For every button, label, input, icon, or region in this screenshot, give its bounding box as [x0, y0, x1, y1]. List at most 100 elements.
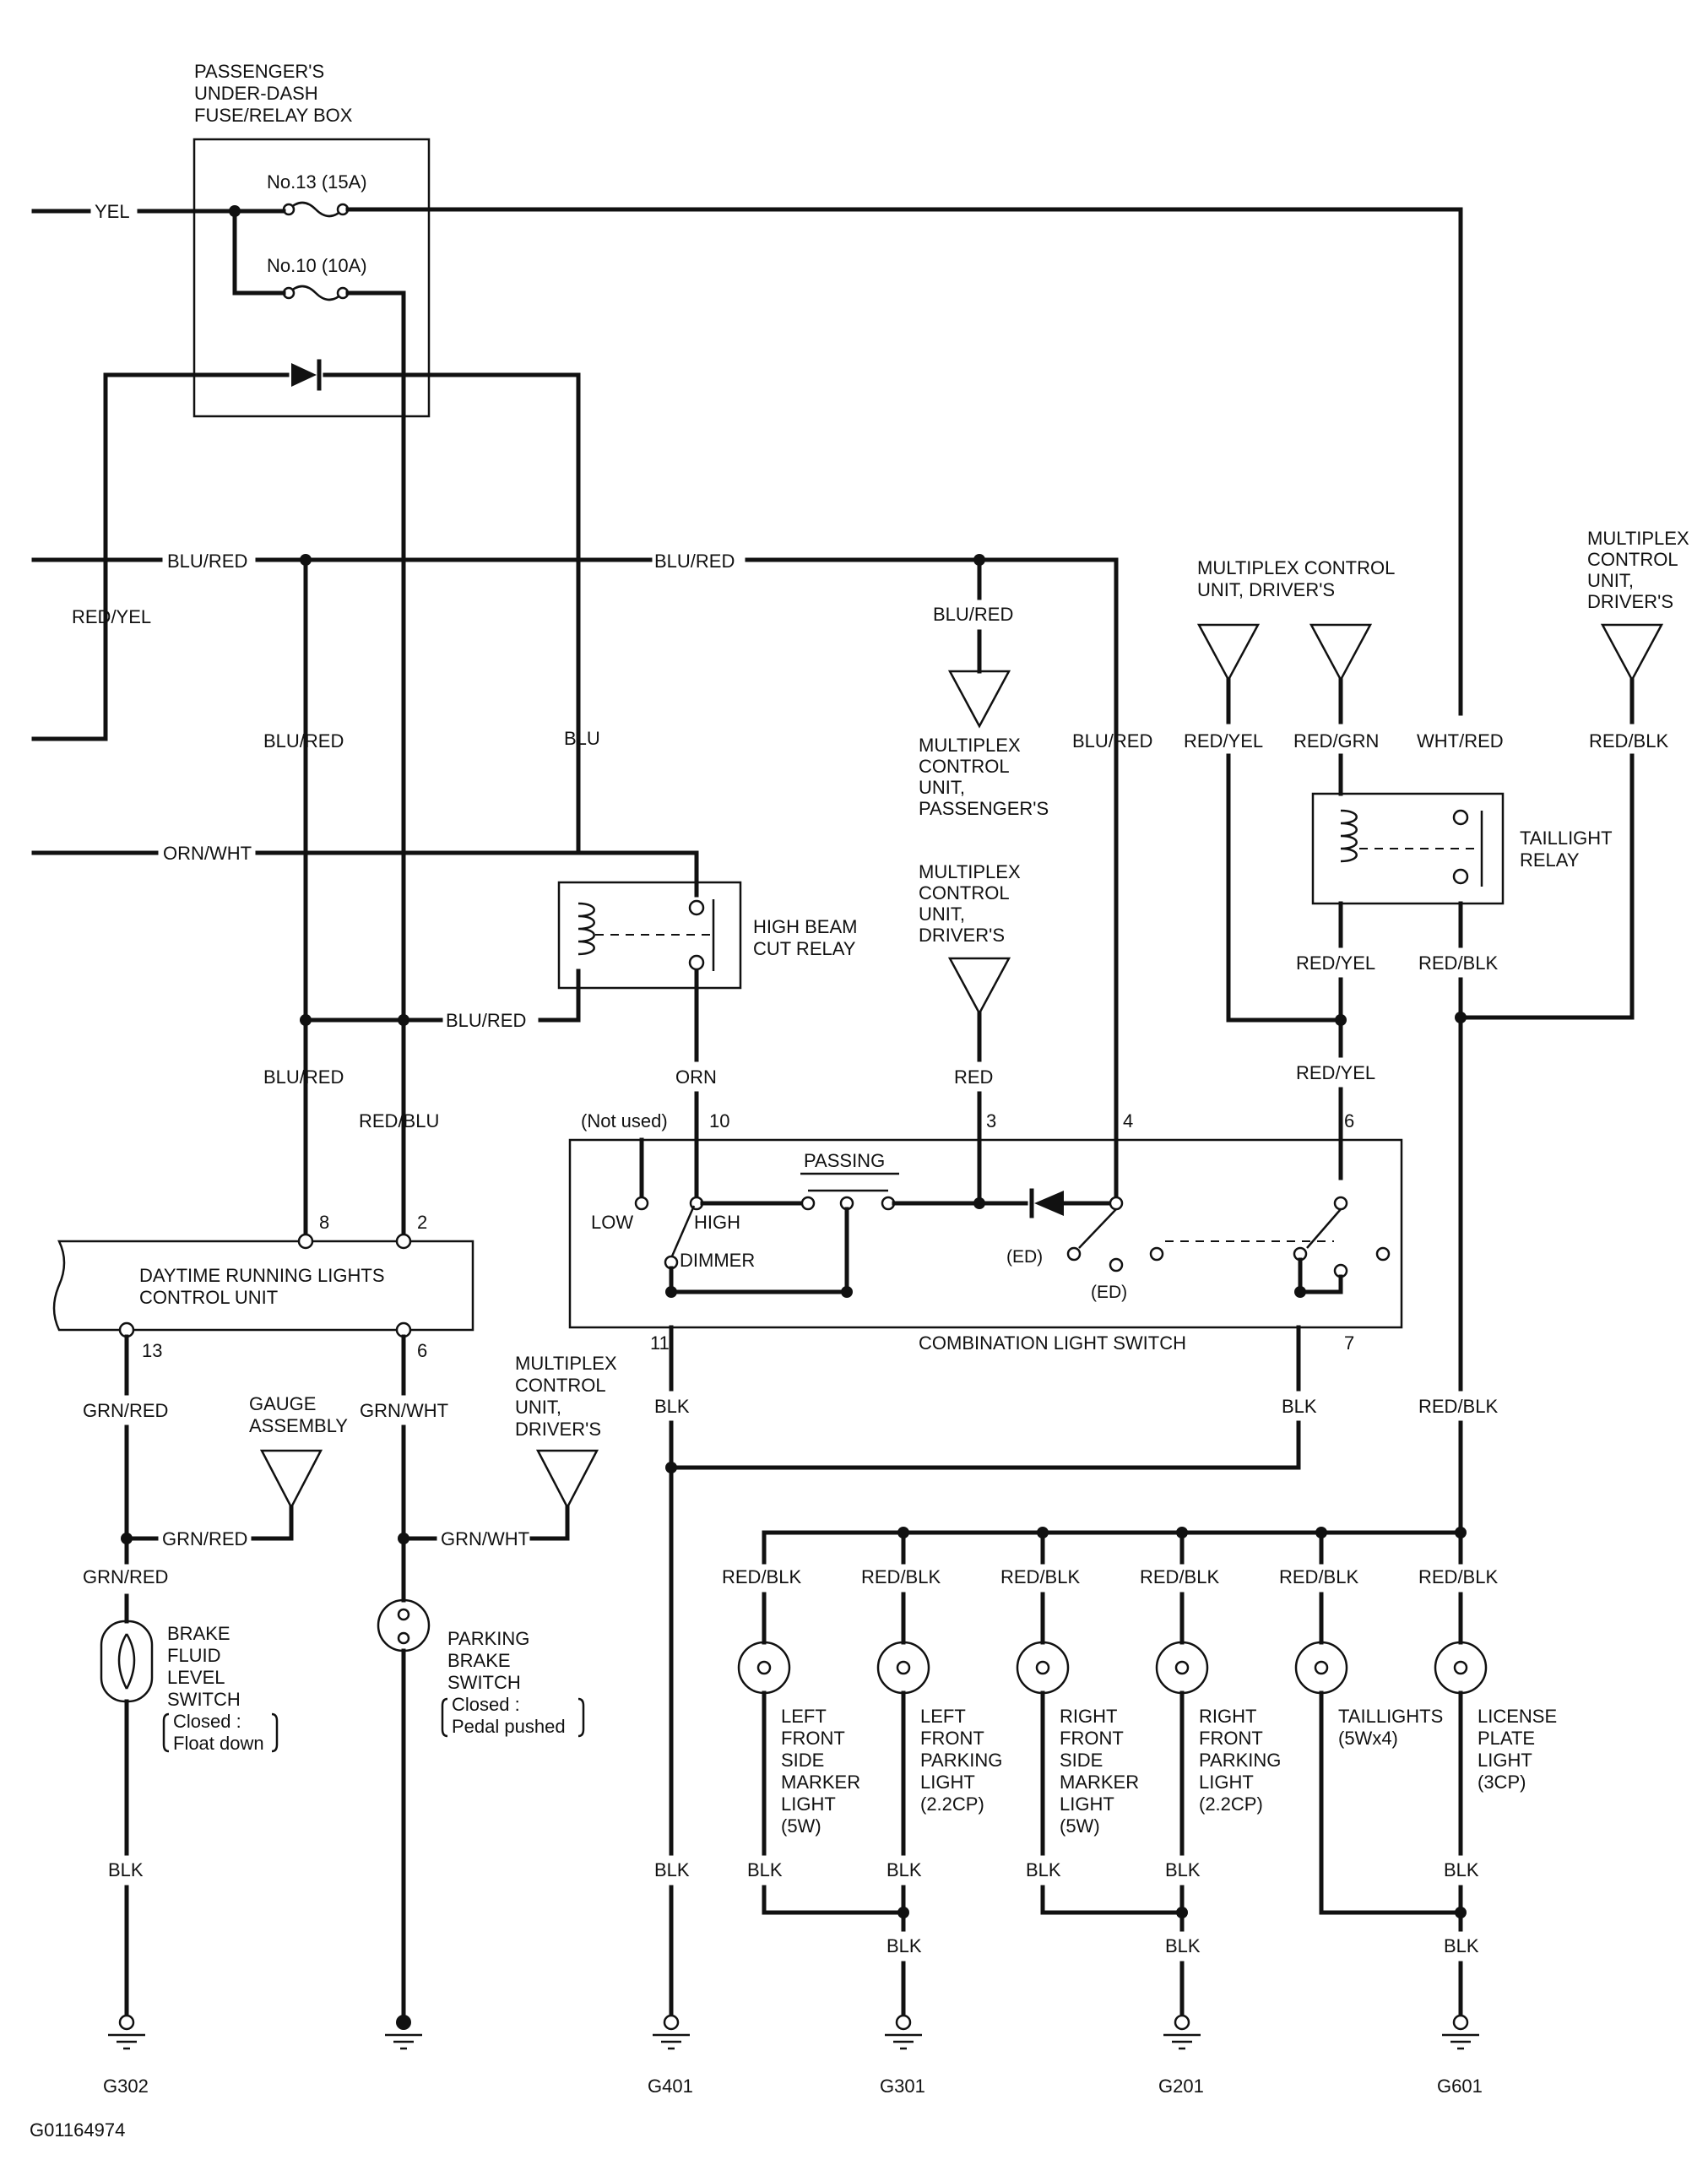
pin-4: 4 [1123, 1110, 1133, 1131]
ground-g201: G201 [1158, 2014, 1204, 2097]
grounds: G302 G401 G301 G201 [103, 2014, 1483, 2097]
mcu-passenger-4: PASSENGER'S [919, 798, 1049, 819]
parking-brake-3: SWITCH [447, 1672, 521, 1693]
wire-label-blu-red-1: BLU/RED [167, 551, 247, 572]
mcu-driver-left-4: DRIVER'S [515, 1419, 601, 1440]
mcu-driver-left-1: MULTIPLEX [515, 1353, 617, 1374]
connector-triangle [1196, 623, 1261, 682]
mcu-passenger-2: CONTROL [919, 756, 1010, 777]
lamp3-label-1: RIGHT [1060, 1706, 1117, 1727]
wire-label-blk-g301: BLK [887, 1935, 922, 1956]
switch-high: HIGH [694, 1212, 740, 1233]
lamp2-label-1: LEFT [920, 1706, 966, 1727]
wire-label-blk-g201: BLK [1165, 1935, 1201, 1956]
high-beam-cut-relay: HIGH BEAM CUT RELAY BLU/RED ORN [300, 881, 857, 1197]
lamp4-label-5: (2.2CP) [1199, 1793, 1263, 1815]
lamp5-label-1: TAILLIGHTS [1338, 1706, 1443, 1727]
brake-fluid-4: SWITCH [167, 1689, 241, 1710]
pin-3: 3 [986, 1110, 996, 1131]
wire-label-red-blu: RED/BLU [359, 1110, 439, 1131]
ground-label-g601: G601 [1437, 2076, 1483, 2097]
multiplex-driver-pair: MULTIPLEX CONTROL UNIT, DRIVER'S RED/YEL… [1184, 557, 1504, 1023]
mcu-driver-right-2: CONTROL [1587, 549, 1678, 570]
mcu-driver-left-2: CONTROL [515, 1375, 606, 1396]
multiplex-driver-right: MULTIPLEX CONTROL UNIT, DRIVER'S RED/BLK [1458, 528, 1689, 1020]
high-beam-relay-label-1: HIGH BEAM [753, 916, 857, 937]
mcu-passenger-1: MULTIPLEX [919, 735, 1021, 756]
drl-control-unit: DAYTIME RUNNING LIGHTS CONTROL UNIT 8 2 … [52, 1212, 474, 1361]
mcu-driver-red-4: DRIVER'S [919, 925, 1005, 946]
connector-triangle [1309, 623, 1373, 682]
gauge-label-1: GAUGE [249, 1393, 316, 1414]
mcu-driver-pair-1: MULTIPLEX CONTROL [1197, 557, 1395, 578]
connector-triangle [1600, 623, 1664, 682]
fuse-box-outline [192, 138, 431, 418]
drl-unit-label-1: DAYTIME RUNNING LIGHTS [139, 1265, 385, 1286]
wire-label-blu-red-5: BLU/RED [933, 604, 1013, 625]
parking-brake-1: PARKING [447, 1628, 529, 1649]
wire-label-red: RED [954, 1066, 993, 1088]
lamp-bus [762, 1527, 1467, 1538]
taillight-relay-label-1: TAILLIGHT [1520, 828, 1613, 849]
combo-switch-title: COMBINATION LIGHT SWITCH [919, 1332, 1186, 1354]
wire-label-blu-red-7: BLU/RED [446, 1010, 526, 1031]
wire-label-blu-red-3: BLU/RED [263, 730, 344, 752]
brake-circuits: GRN/RED GRN/RED GAUGE ASSEMBLY GRN/RED B… [83, 1334, 617, 2021]
wire-label-red-grn: RED/GRN [1293, 730, 1379, 752]
drl-pin-2: 2 [417, 1212, 427, 1233]
wire-label-grn-red-3: GRN/RED [83, 1566, 168, 1587]
high-beam-relay-outline [557, 881, 742, 990]
combination-light-switch: COMBINATION LIGHT SWITCH (Not used) 10 3… [568, 1110, 1403, 1354]
wire-label-blk-lamp1: BLK [747, 1859, 783, 1880]
wire-label-blk-lamp6: BLK [1444, 1859, 1479, 1880]
mcu-driver-right-1: MULTIPLEX [1587, 528, 1689, 549]
drl-pin-6: 6 [417, 1340, 427, 1361]
lamp1-label-4: MARKER [781, 1772, 860, 1793]
wire-label-red-blk-lamp6: RED/BLK [1418, 1566, 1498, 1587]
pin-10: 10 [709, 1110, 729, 1131]
bulb-icon [1016, 1641, 1070, 1695]
drl-pin-13: 13 [142, 1340, 162, 1361]
lamp1-label-3: SIDE [781, 1750, 824, 1771]
taillight-relay: TAILLIGHT RELAY RED/YEL RED/BLK RED/YEL … [1226, 792, 1613, 1535]
lamp-license-plate: RED/BLK BLK BLK LICENSE PLATE LIGHT (3CP… [1418, 1530, 1557, 2021]
wire-label-red-yel-1: RED/YEL [1184, 730, 1263, 752]
ground-label-g401: G401 [648, 2076, 693, 2097]
fuse-box-title-2: UNDER-DASH [194, 83, 318, 104]
wire-label-blk-4: BLK [654, 1859, 690, 1880]
brake-fluid-3: LEVEL [167, 1667, 225, 1688]
mcu-driver-pair-2: UNIT, DRIVER'S [1197, 579, 1335, 600]
wire-label-red-blk-1: RED/BLK [1589, 730, 1668, 752]
multiplex-passenger: MULTIPLEX CONTROL UNIT, PASSENGER'S [919, 670, 1049, 819]
lamp3-label-6: (5W) [1060, 1815, 1100, 1837]
lamp3-label-5: LIGHT [1060, 1793, 1114, 1815]
fuse-box-title-1: PASSENGER'S [194, 61, 324, 82]
top-wiring: YEL RED/YEL BLU BLU/RED BLU/RED BLU/RED … [31, 201, 1463, 1244]
mcu-driver-right-4: DRIVER'S [1587, 591, 1673, 612]
fuse-10-icon [288, 285, 344, 301]
bulb-icon [1155, 1641, 1209, 1695]
fuse-box-title-3: FUSE/RELAY BOX [194, 105, 353, 126]
pin-6: 6 [1344, 1110, 1354, 1131]
lamp-left-parking: RED/BLK BLK BLK LEFT FRONT PARKING LIGHT… [861, 1530, 1002, 2021]
combo-switch-outline [568, 1138, 1403, 1329]
wire-label-blk-2: BLK [654, 1396, 690, 1417]
bulb-icon [876, 1641, 930, 1695]
connector-triangle [535, 1449, 599, 1510]
ground-g302: G302 [103, 2014, 149, 2097]
bulb-icon [1434, 1641, 1488, 1695]
wire-label-blk-g601: BLK [1444, 1935, 1479, 1956]
wire-label-blk-3: BLK [1282, 1396, 1317, 1417]
lamp4-label-2: FRONT [1199, 1728, 1263, 1749]
lamp1-label-6: (5W) [781, 1815, 821, 1837]
parking-brake-note-1: Closed : [452, 1694, 520, 1715]
parking-brake-note-2: Pedal pushed [452, 1716, 566, 1737]
drl-unit-outline [52, 1240, 474, 1332]
wire-label-yel: YEL [95, 201, 130, 222]
switch-low: LOW [591, 1212, 633, 1233]
wire-label-red-yel-left: RED/YEL [72, 606, 151, 627]
lamp1-label-2: FRONT [781, 1728, 845, 1749]
lamp-left-side-marker: RED/BLK BLK LEFT FRONT SIDE MARKER LIGHT… [722, 1530, 906, 1915]
mcu-driver-red-2: CONTROL [919, 882, 1010, 904]
switch-pos-head: (ED) [1091, 1283, 1127, 1302]
